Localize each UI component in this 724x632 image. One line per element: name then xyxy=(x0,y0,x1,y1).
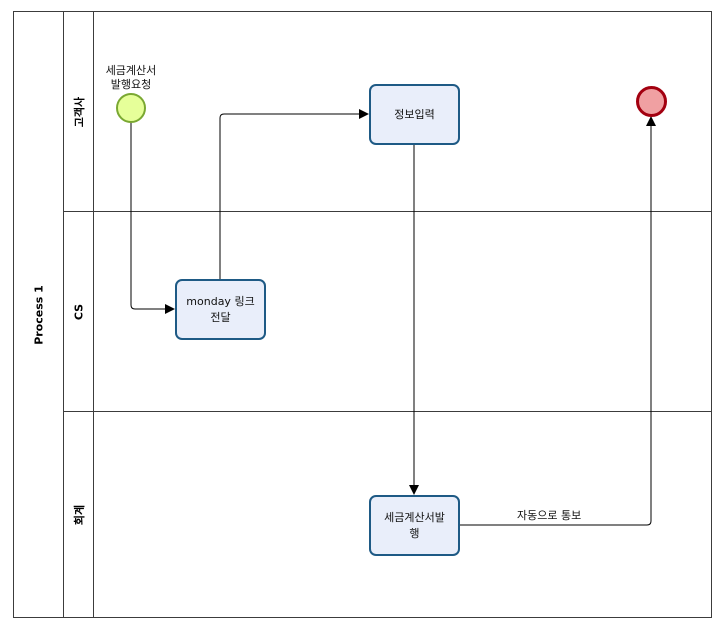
lane-header-customer: 고객사 xyxy=(64,12,94,211)
lane-cs: CS xyxy=(64,211,712,411)
flow-tax-invoice-to-end xyxy=(459,116,656,526)
start-event-label: 세금계산서 발행요청 xyxy=(105,64,157,91)
task-info-input[interactable]: 정보입력 xyxy=(369,84,460,145)
end-event[interactable] xyxy=(636,86,667,117)
lane-accounting: 회계 xyxy=(64,411,712,618)
pool-header: Process 1 xyxy=(14,12,64,617)
task-monday-link[interactable]: monday 링크 전달 xyxy=(175,279,266,340)
task-monday-link-label: monday 링크 전달 xyxy=(186,294,255,324)
task-tax-invoice-label: 세금계산서발 행 xyxy=(384,510,445,540)
task-tax-invoice[interactable]: 세금계산서발 행 xyxy=(369,495,460,556)
start-event[interactable] xyxy=(116,93,146,123)
lane-header-accounting: 회계 xyxy=(64,412,94,618)
lane-header-cs: CS xyxy=(64,212,94,411)
flow-start-to-monday-link xyxy=(130,123,175,314)
process-pool: Process 1 고객사 CS 회계 xyxy=(13,11,712,618)
flow-label-auto-notify: 자동으로 통보 xyxy=(517,509,582,522)
task-info-input-label: 정보입력 xyxy=(394,107,435,121)
flow-monday-link-to-info-input xyxy=(219,109,369,279)
lane-customer: 고객사 xyxy=(64,12,712,211)
